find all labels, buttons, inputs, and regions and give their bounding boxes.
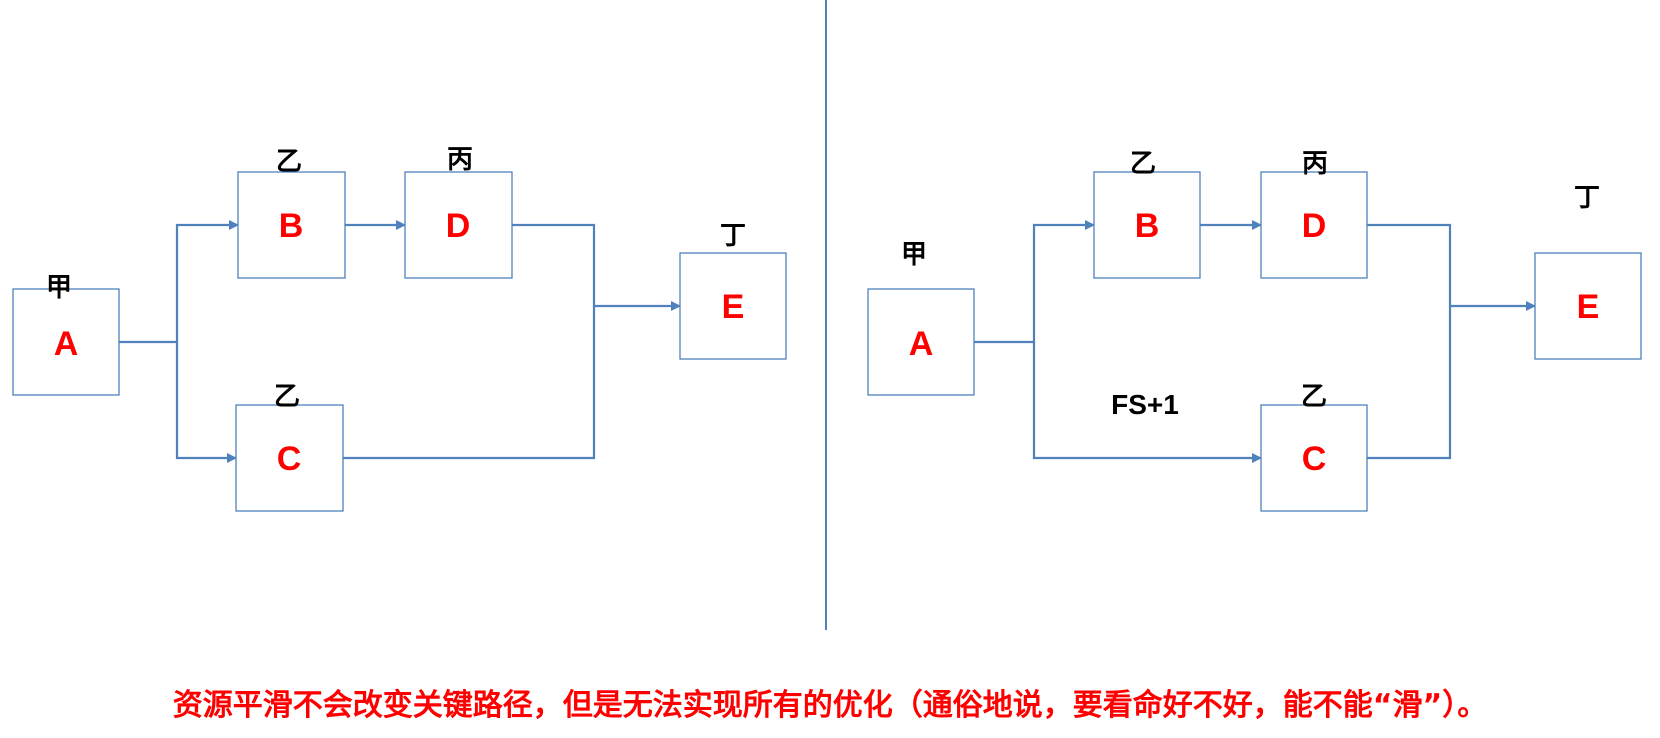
left-node-d-resource: 丙: [447, 145, 473, 175]
left-node-d-letter: D: [446, 207, 471, 245]
left-node-b-resource: 乙: [276, 147, 302, 177]
left-node-e: E 丁: [679, 221, 787, 360]
right-node-d-letter: D: [1302, 207, 1327, 245]
left-node-c-box: [235, 404, 344, 512]
left-edge-a-to-c: [175, 342, 237, 463]
right-node-b-letter: B: [1135, 207, 1160, 245]
left-node-a-resource: 甲: [46, 273, 72, 303]
left-node-c-resource: 乙: [274, 382, 300, 412]
left-node-c-letter: C: [277, 440, 302, 478]
left-node-d-box: [404, 171, 513, 279]
right-node-d-resource: 丙: [1302, 149, 1328, 179]
right-node-a-letter: A: [909, 325, 934, 363]
right-node-b: B 乙: [1093, 149, 1201, 279]
left-node-d: D 丙: [404, 145, 513, 279]
right-node-c-box: [1260, 404, 1368, 512]
right-node-c-resource: 乙: [1301, 382, 1327, 412]
left-node-e-letter: E: [722, 288, 745, 326]
left-node-b-box: [237, 171, 346, 279]
left-edge-c-to-e: [343, 306, 596, 460]
right-node-c-letter: C: [1302, 440, 1327, 478]
left-node-b-letter: B: [279, 207, 304, 245]
left-node-a: A 甲: [12, 273, 120, 396]
right-edge-a-to-c: [1032, 342, 1262, 463]
right-node-a: A 甲: [867, 240, 975, 396]
right-node-d: D 丙: [1260, 149, 1368, 279]
left-node-c: C 乙: [235, 382, 344, 512]
right-node-e: E 丁: [1534, 183, 1642, 360]
conclusion-caption: 资源平滑不会改变关键路径，但是无法实现所有的优化（通俗地说，要看命好不好，能不能…: [172, 688, 1488, 723]
right-diagram: A 甲 B 乙 D 丙 C 乙 E 丁 FS+1: [867, 149, 1642, 512]
left-edge-d-to-e: [512, 223, 596, 306]
right-node-b-box: [1093, 171, 1201, 279]
right-node-a-resource: 甲: [901, 240, 927, 270]
right-node-a-box: [867, 288, 975, 396]
left-node-e-resource: 丁: [720, 221, 746, 251]
left-node-e-box: [679, 252, 787, 360]
left-node-a-box: [12, 288, 120, 396]
left-edge-a-to-b: [175, 220, 239, 342]
right-node-e-box: [1534, 252, 1642, 360]
left-node-a-letter: A: [54, 325, 79, 363]
right-edge-c-to-e: [1367, 306, 1452, 460]
left-diagram: A 甲 B 乙 D 丙 C 乙 E 丁: [12, 145, 787, 512]
right-node-e-resource: 丁: [1574, 183, 1600, 213]
right-edge-d-to-e: [1367, 223, 1452, 306]
right-lag-label: FS+1: [1111, 389, 1179, 420]
left-node-b: B 乙: [237, 147, 346, 279]
right-edge-a-to-b: [1032, 220, 1095, 342]
right-node-b-resource: 乙: [1130, 149, 1156, 179]
right-node-c: C 乙: [1260, 382, 1368, 512]
right-node-d-box: [1260, 171, 1368, 279]
right-node-e-letter: E: [1577, 288, 1600, 326]
